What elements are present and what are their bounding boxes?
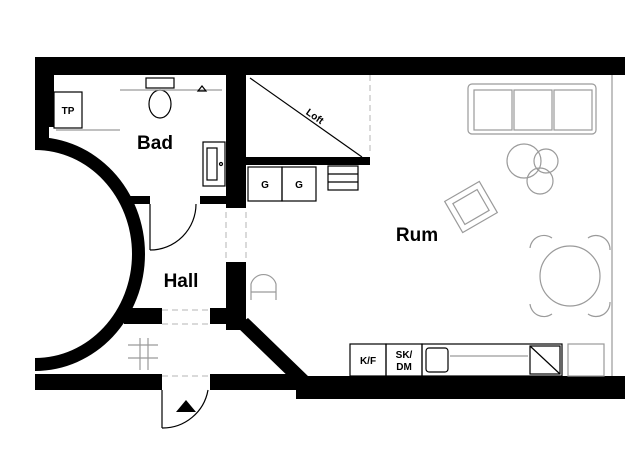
wardrobes: G G [247,166,317,202]
entrance-door-swing [161,389,209,429]
faucet-icon [218,161,224,167]
loft: Loft [249,77,363,191]
wall-hall-lower-right [210,308,246,324]
chair-3 [529,303,553,318]
side-chair [250,273,277,300]
dining-table [539,245,601,307]
kitchen: K/F SK/ DM [349,343,605,377]
coffee-tables [506,143,559,195]
sink-basin [206,147,218,181]
stove-diagonal [529,345,561,375]
armchair-seat [452,188,490,226]
side-chair-shape [250,273,277,300]
wall-bottom-mid [210,374,300,390]
wall-tp-inner [48,75,54,127]
kitchen-sink [425,347,449,373]
skdm-label-1: SK/ [396,350,413,361]
rum: Rum [250,83,611,377]
tp-label: TP [62,106,75,117]
dining-set [529,234,611,318]
kitchen-counter [421,343,563,377]
entrance-arrow-icon [176,400,196,412]
wall-bad-hall-right [200,196,228,204]
sink [202,141,226,187]
sofa [467,83,597,135]
chair-4 [587,301,611,318]
armchair [443,180,499,234]
room-label-hall: Hall [164,271,199,292]
entrance[interactable] [161,389,209,429]
bath-door-swing [149,203,197,251]
wardrobe-1-label: G [261,180,269,191]
loft-ladder [327,165,359,191]
kf-label: K/F [360,356,376,367]
sofa-frame [467,83,597,135]
bath-drain-icon [196,85,208,92]
walls [35,57,625,399]
room-label-bad: Bad [137,133,173,154]
loft-diagonal [249,77,363,158]
wall-bad-hall-left [124,196,150,204]
stove [529,345,561,375]
wall-bottom-left [35,374,162,390]
coffee-table-3 [526,167,554,195]
wall-hall-lower-left [124,308,162,324]
counter-extension [567,343,605,377]
wall-bad-rum [226,72,246,208]
coffee-table-2 [533,148,559,174]
wall-loft-edge [246,157,370,165]
sofa-cushion-3 [553,89,593,131]
coffee-table-1 [506,143,542,179]
wardrobe-2 [281,166,317,202]
wall-arc [35,137,145,371]
bathroom: TP Bad [53,77,226,187]
toilet-tank [145,77,175,89]
wardrobe-2-label: G [295,180,303,191]
openings [162,75,371,377]
armchair-frame [443,180,499,234]
sofa-cushion-1 [473,89,513,131]
room-label-rum: Rum [396,225,438,246]
wall-bottom-right [296,376,625,399]
hall: Hall [128,203,199,370]
tp-cabinet [53,91,83,129]
skdm-label-2: DM [396,362,412,373]
chair-1 [529,234,553,249]
wall-diagonal [236,318,310,384]
chair-2 [587,234,611,251]
wall-left-upper [35,57,49,147]
sofa-cushion-2 [513,89,553,131]
toilet-bowl [148,89,172,119]
wall-top [35,57,625,75]
